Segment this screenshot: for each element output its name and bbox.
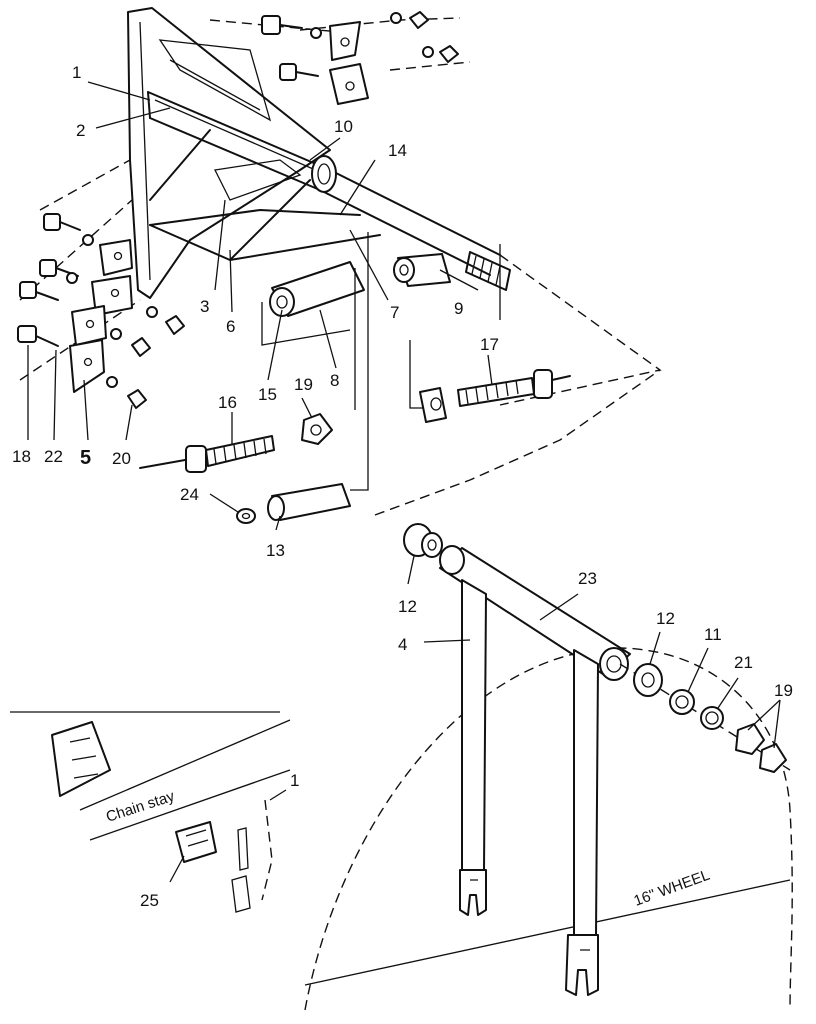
callout-20: 20	[112, 449, 131, 468]
right-hardware-stack	[619, 663, 791, 773]
callout-9: 9	[454, 299, 463, 318]
callout-11: 11	[704, 625, 722, 644]
bolt-17	[419, 369, 571, 423]
callout-7: 7	[390, 303, 399, 322]
top-bracket-hardware	[209, 11, 471, 105]
left-bracket-stack	[17, 159, 185, 409]
callout-13: 13	[266, 541, 285, 560]
bolt-16	[139, 435, 275, 473]
frame-struts	[149, 129, 381, 261]
collar-10	[311, 155, 337, 193]
callout-19-lower: 19	[774, 681, 793, 700]
callout-3: 3	[200, 297, 209, 316]
callout-2: 2	[76, 121, 85, 140]
callout-4: 4	[398, 635, 407, 654]
callout-10: 10	[334, 117, 353, 136]
callout-25: 25	[140, 891, 159, 910]
callout-leaders	[27, 81, 781, 883]
triangular-frame-plate	[127, 7, 331, 299]
nut-19-upper	[301, 413, 333, 445]
callout-12-left: 12	[398, 597, 417, 616]
callout-19-upper: 19	[294, 375, 313, 394]
callout-18: 18	[12, 447, 31, 466]
callout-6: 6	[226, 317, 235, 336]
callout-1-inset: 1	[290, 771, 299, 790]
callout-5: 5	[80, 447, 91, 469]
fork-arm-4	[459, 579, 599, 996]
callout-24: 24	[180, 485, 199, 504]
chain-stay-inset	[10, 711, 291, 913]
bushing-12-left	[403, 523, 443, 558]
callout-12-right: 12	[656, 609, 675, 628]
spacer-9	[393, 253, 451, 287]
threaded-end-14	[465, 251, 511, 291]
fork-crossbar-23	[439, 545, 631, 681]
wheel-arc-dashed	[304, 647, 793, 1011]
wheel-size-label: 16" WHEEL	[632, 867, 713, 910]
washer-24	[236, 508, 256, 524]
callout-16: 16	[218, 393, 237, 412]
chain-stay-label: Chain stay	[104, 788, 177, 826]
sleeve-8	[269, 261, 365, 317]
callout-15: 15	[258, 385, 277, 404]
callout-labels: 1 2 10 14 3 6 7 9 8 15 19 16 17 18 22 5 …	[12, 63, 793, 910]
callout-1: 1	[72, 63, 81, 82]
callout-8: 8	[330, 371, 339, 390]
callout-21: 21	[734, 653, 753, 672]
callout-22: 22	[44, 447, 63, 466]
callout-23: 23	[578, 569, 597, 588]
callout-14: 14	[388, 141, 407, 160]
sleeve-13	[267, 483, 351, 521]
callout-17: 17	[480, 335, 499, 354]
